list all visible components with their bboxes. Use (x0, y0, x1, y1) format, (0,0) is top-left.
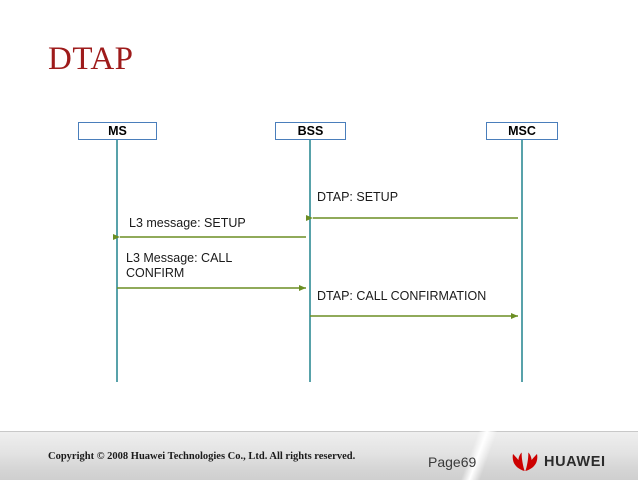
message-label-l3-call-confirm: L3 Message: CALL CONFIRM (126, 251, 233, 280)
lifeline-box-bss: BSS (275, 122, 346, 140)
huawei-logo: HUAWEI (512, 452, 606, 472)
lifeline-box-msc: MSC (486, 122, 558, 140)
huawei-flower-icon (512, 452, 538, 471)
message-label-dtap-setup: DTAP: SETUP (317, 190, 399, 204)
sequence-diagram (113, 140, 523, 382)
huawei-logo-text: HUAWEI (544, 454, 606, 470)
copyright-text: Copyright © 2008 Huawei Technologies Co.… (48, 451, 356, 462)
message-label-dtap-call-confirmation: DTAP: CALL CONFIRMATION (317, 289, 487, 303)
page-number: Page69 (428, 454, 477, 470)
page-title: DTAP (48, 41, 134, 77)
footer-divider (0, 431, 638, 432)
slide-footer (0, 430, 638, 480)
lifeline-box-ms: MS (78, 122, 157, 140)
message-label-l3-setup: L3 message: SETUP (129, 216, 246, 230)
